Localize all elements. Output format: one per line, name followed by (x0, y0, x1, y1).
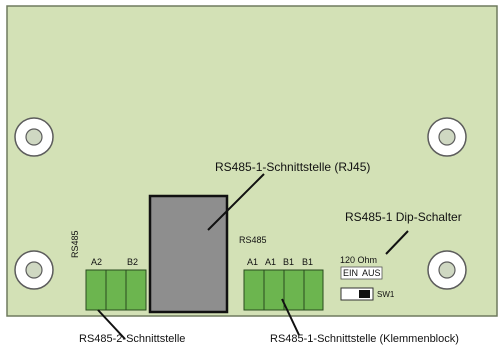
terminal-label-a2: A2 (91, 257, 102, 267)
mounting-hole-right-bottom (427, 250, 467, 290)
leader-dip (385, 230, 409, 255)
dip-switch-sw1 (340, 287, 374, 301)
terminal-label-b2: B2 (127, 257, 138, 267)
mounting-hole-left-middle (14, 117, 54, 157)
aus-label: AUS (362, 268, 381, 278)
ein-aus-box (340, 266, 383, 280)
terminal-label-b1-1: B1 (283, 257, 294, 267)
terminal-label-a1-1: A1 (247, 257, 258, 267)
leader-rj45 (207, 173, 265, 231)
rs485-small-label: RS485 (239, 235, 267, 245)
circuit-board (6, 5, 498, 317)
port2-caption: RS485-2-Schnittstelle (79, 333, 185, 345)
rs485-vertical-label: RS485 (70, 230, 80, 258)
rj45-connector (148, 194, 229, 314)
port1-caption: RS485-1-Schnittstelle (Klemmenblock) (270, 333, 459, 345)
leader-port2 (97, 309, 126, 340)
rs485-2-terminal-block (85, 269, 147, 311)
rj45-title: RS485-1-Schnittstelle (RJ45) (215, 160, 370, 174)
dip-title: RS485-1 Dip-Schalter (345, 210, 462, 224)
mounting-hole-left-bottom (14, 250, 54, 290)
terminal-label-b1-2: B1 (302, 257, 313, 267)
mounting-hole-right-middle (427, 117, 467, 157)
sw1-label: SW1 (377, 290, 395, 299)
ohm-label: 120 Ohm (340, 255, 377, 265)
terminal-label-a1-2: A1 (265, 257, 276, 267)
leader-port1 (281, 298, 300, 336)
ein-label: EIN (343, 268, 358, 278)
